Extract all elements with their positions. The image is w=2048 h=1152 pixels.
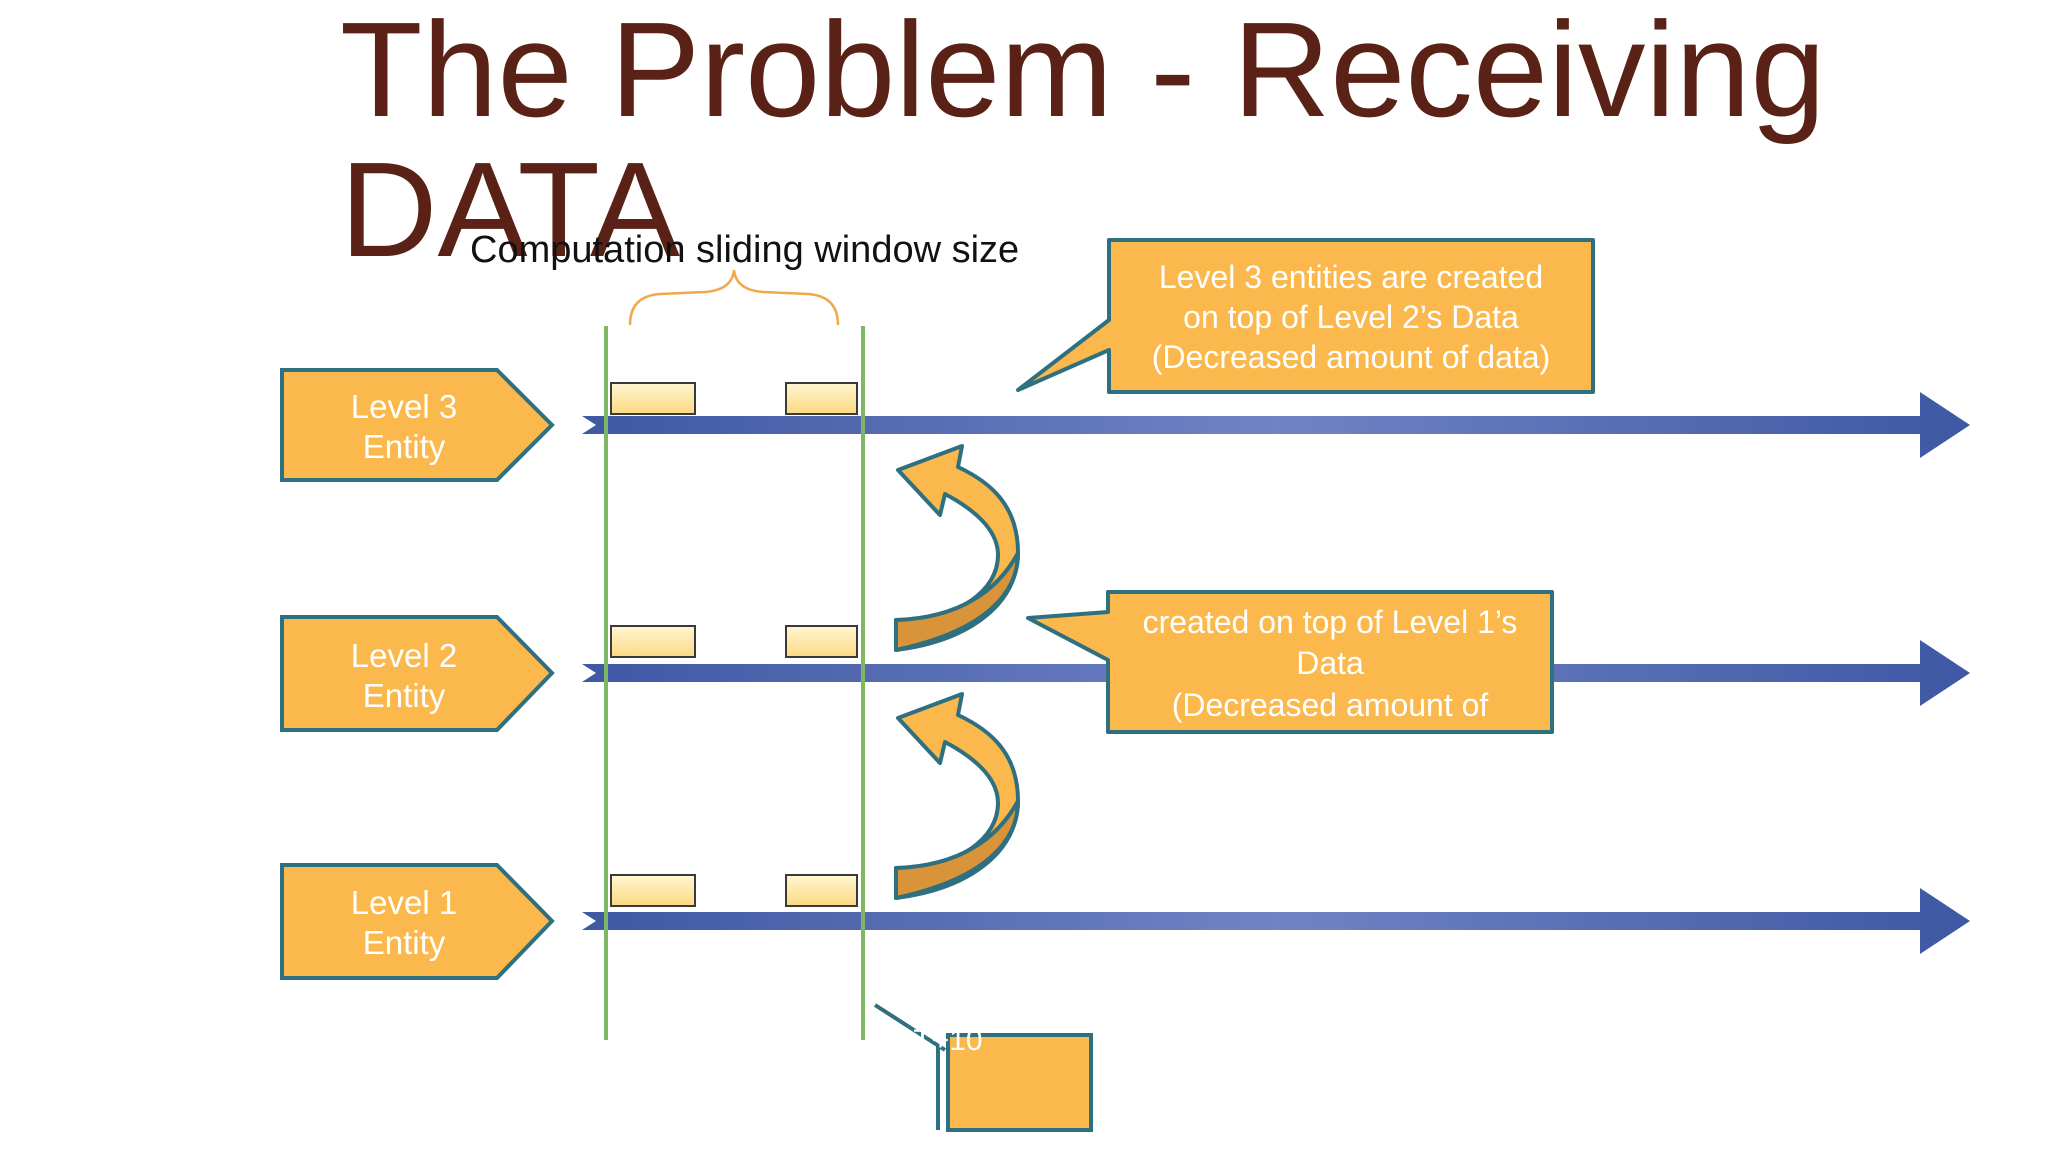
level-1-entity: Level 1 Entity [280, 863, 555, 980]
callout-2-line-4: data) [1294, 728, 1367, 764]
window-size-label: Computation sliding window size [470, 229, 1019, 271]
level-1-label-line-1: Level 1 [351, 884, 457, 921]
callout-3-line-2: on top of Level 2’s Data [1183, 299, 1519, 335]
level-2-entity: Level 2 Entity [280, 615, 555, 732]
data-block [785, 874, 858, 907]
level-3-entity: Level 3 Entity [280, 368, 555, 482]
timeline-level-1 [582, 888, 1970, 954]
data-block [610, 625, 696, 658]
time-marker: T+10 [873, 1003, 1093, 1132]
window-brace [628, 269, 840, 326]
data-block [785, 382, 858, 415]
callout-2-line-0: Level 2 entities are [1196, 563, 1465, 599]
level-1-label-line-2: Entity [363, 924, 446, 961]
callout-level-3: Level 3 entities are created on top of L… [1016, 238, 1595, 394]
curved-arrow-lower [894, 692, 1020, 900]
title-line-2: DATA [340, 134, 681, 285]
callout-2-line-3: (Decreased amount of [1172, 687, 1489, 723]
level-2-label-line-1: Level 2 [351, 637, 457, 674]
slide-title: The Problem - Receiving DATA [340, 0, 1840, 280]
timeline-level-3 [582, 392, 1970, 458]
data-block [785, 625, 858, 658]
time-label: T+10 [913, 1024, 982, 1057]
callout-3-line-1: Level 3 entities are created [1159, 259, 1543, 295]
level-3-label-line-2: Entity [363, 428, 446, 465]
callout-2-line-2: Data [1296, 645, 1364, 681]
callout-level-2: Level 2 entities are created on top of L… [1026, 563, 1554, 764]
level-2-label-line-2: Entity [363, 677, 446, 714]
data-block [610, 382, 696, 415]
data-block [610, 874, 696, 907]
title-line-1: The Problem - Receiving [340, 0, 1826, 145]
callout-3-line-3: (Decreased amount of data) [1152, 339, 1550, 375]
curved-arrow-upper [894, 444, 1020, 652]
level-3-label-line-1: Level 3 [351, 388, 457, 425]
callout-2-line-1: created on top of Level 1’s [1143, 604, 1518, 640]
